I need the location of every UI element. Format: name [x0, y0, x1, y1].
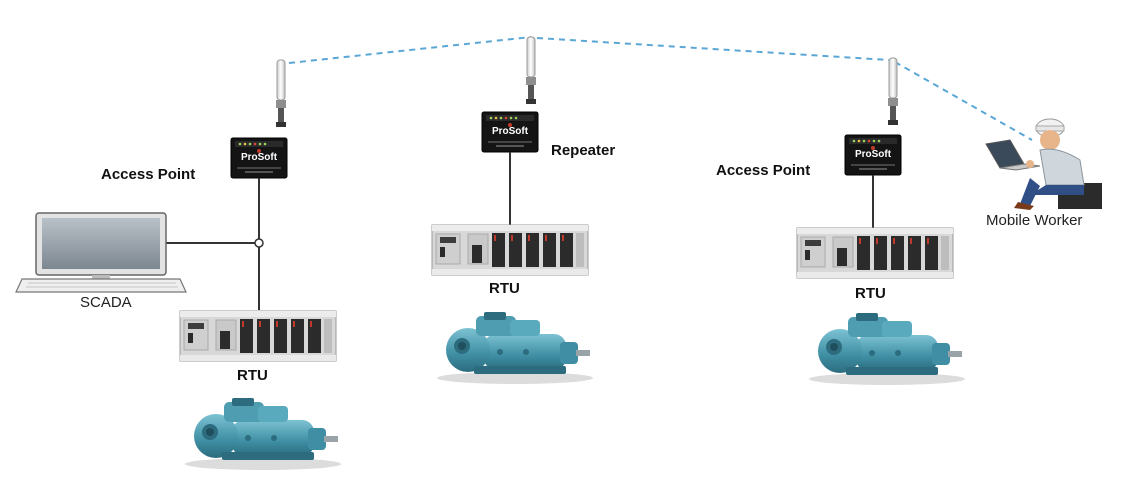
radio-brand-text: ProSoft	[855, 149, 892, 160]
rtu-rack-left	[179, 310, 337, 362]
pump-icon	[437, 312, 593, 384]
radio-access-point-right: ProSoft	[844, 134, 902, 176]
radio-repeater: ProSoft	[481, 111, 539, 153]
repeater-label: Repeater	[551, 142, 616, 159]
access-point-label-left: Access Point	[101, 166, 196, 183]
mobile-worker-label: Mobile Worker	[986, 212, 1083, 229]
scada-laptop-icon	[15, 212, 187, 293]
rtu-rack-middle	[431, 224, 589, 276]
antenna-icon	[275, 59, 287, 128]
radio-access-point-left: ProSoft	[230, 137, 288, 179]
pump-icon	[809, 313, 965, 385]
rtu-label-right: RTU	[855, 285, 886, 302]
antenna-icon	[887, 57, 899, 126]
rtu-rack-right	[796, 227, 954, 279]
wireless-link-right	[536, 37, 890, 61]
antenna-icon	[525, 36, 537, 105]
rtu-label-middle: RTU	[489, 280, 520, 297]
wireless-link-left	[288, 36, 532, 64]
radio-brand-text: ProSoft	[241, 152, 278, 163]
wireless-link-mobile	[894, 61, 1033, 141]
wireless-links	[288, 36, 1033, 141]
mobile-worker-icon	[985, 118, 1102, 210]
radio-brand-text: ProSoft	[492, 126, 529, 137]
scada-label: SCADA	[80, 294, 132, 311]
access-point-label-right: Access Point	[716, 162, 811, 179]
pump-icon	[185, 398, 341, 470]
network-junction	[254, 238, 264, 248]
rtu-label-left: RTU	[237, 367, 268, 384]
